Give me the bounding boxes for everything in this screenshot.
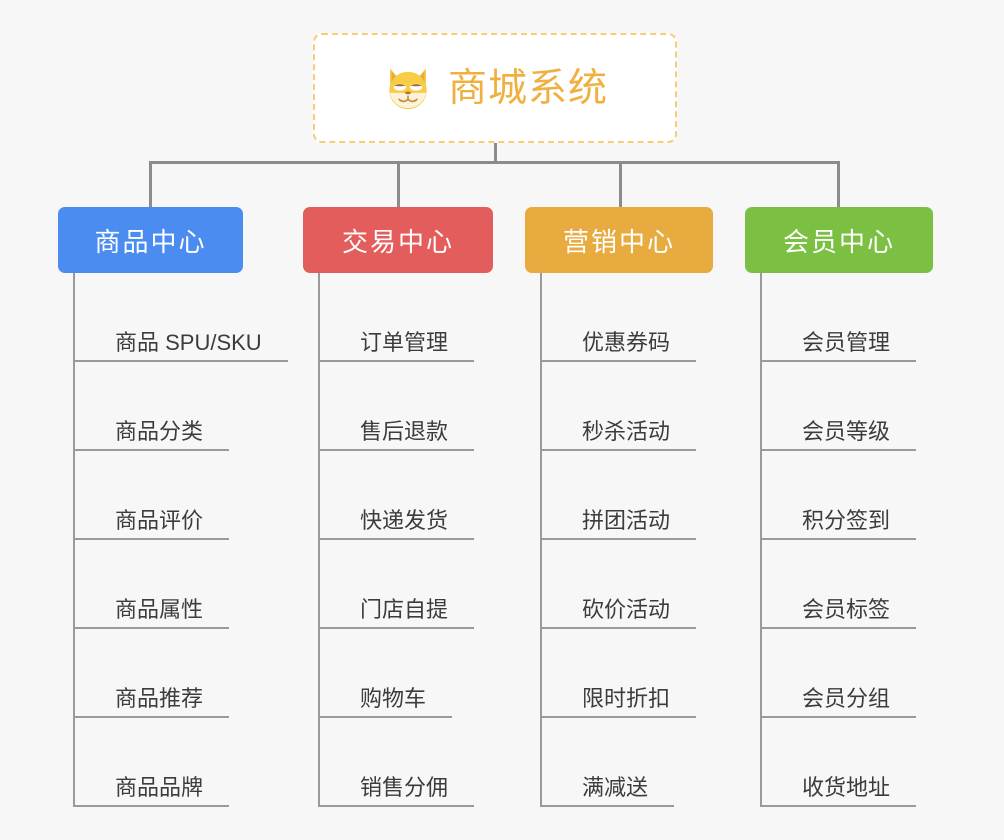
leaf-item[interactable]: 砍价活动 bbox=[540, 540, 697, 629]
leaf-item-label: 限时折扣 bbox=[540, 687, 697, 718]
category-label: 商品中心 bbox=[94, 226, 207, 257]
category-box-4[interactable]: 会员中心 bbox=[745, 207, 933, 273]
leaf-item[interactable]: 销售分佣 bbox=[318, 718, 475, 807]
leaf-item-label: 会员分组 bbox=[760, 687, 917, 718]
leaf-item-label: 商品推荐 bbox=[73, 687, 230, 718]
leaf-item-label: 销售分佣 bbox=[318, 776, 475, 807]
leaf-item[interactable]: 商品品牌 bbox=[73, 718, 230, 807]
shiba-dog-emoji bbox=[389, 68, 427, 110]
leaf-item[interactable]: 订单管理 bbox=[318, 273, 475, 362]
leaf-item[interactable]: 购物车 bbox=[318, 629, 453, 718]
leaf-item-label: 会员管理 bbox=[760, 331, 917, 362]
leaf-item[interactable]: 会员分组 bbox=[760, 629, 917, 718]
leaf-item[interactable]: 优惠券码 bbox=[540, 273, 697, 362]
leaf-item-label: 会员等级 bbox=[760, 420, 917, 451]
leaf-item-label: 商品分类 bbox=[73, 420, 230, 451]
connector-segment bbox=[150, 161, 838, 164]
leaf-item-label: 订单管理 bbox=[318, 331, 475, 362]
leaf-item-label: 商品评价 bbox=[73, 509, 230, 540]
leaf-item-label: 商品 SPU/SKU bbox=[73, 331, 288, 362]
leaf-item-label: 会员标签 bbox=[760, 598, 917, 629]
leaf-item[interactable]: 快递发货 bbox=[318, 451, 475, 540]
root-title: 商城系统 bbox=[447, 66, 608, 110]
category-box-1[interactable]: 商品中心 bbox=[58, 207, 243, 273]
leaf-item-label: 商品属性 bbox=[73, 598, 230, 629]
leaf-item-label: 门店自提 bbox=[318, 598, 475, 629]
leaf-item[interactable]: 秒杀活动 bbox=[540, 362, 697, 451]
leaf-item[interactable]: 积分签到 bbox=[760, 451, 917, 540]
leaf-item[interactable]: 商品 SPU/SKU bbox=[73, 273, 288, 362]
category-label: 营销中心 bbox=[562, 226, 675, 257]
leaf-item[interactable]: 会员标签 bbox=[760, 540, 917, 629]
connector-segment bbox=[619, 161, 622, 207]
category-label: 会员中心 bbox=[782, 226, 895, 257]
leaf-item[interactable]: 会员管理 bbox=[760, 273, 917, 362]
leaf-item-label: 售后退款 bbox=[318, 420, 475, 451]
connector-segment bbox=[837, 161, 840, 207]
leaf-item[interactable]: 售后退款 bbox=[318, 362, 475, 451]
category-box-2[interactable]: 交易中心 bbox=[303, 207, 493, 273]
leaf-item-label: 秒杀活动 bbox=[540, 420, 697, 451]
leaf-item[interactable]: 商品属性 bbox=[73, 540, 230, 629]
leaf-item[interactable]: 商品评价 bbox=[73, 451, 230, 540]
leaf-item-label: 优惠券码 bbox=[540, 331, 697, 362]
connector-segment bbox=[397, 161, 400, 207]
leaf-item[interactable]: 商品分类 bbox=[73, 362, 230, 451]
connector-segment bbox=[494, 143, 497, 164]
leaf-item-label: 购物车 bbox=[318, 687, 453, 718]
category-box-3[interactable]: 营销中心 bbox=[525, 207, 713, 273]
leaf-item-label: 砍价活动 bbox=[540, 598, 697, 629]
root-node[interactable]: 商城系统 bbox=[313, 33, 677, 143]
leaf-item-label: 积分签到 bbox=[760, 509, 917, 540]
leaf-item[interactable]: 满减送 bbox=[540, 718, 675, 807]
leaf-item-label: 商品品牌 bbox=[73, 776, 230, 807]
leaf-item-label: 拼团活动 bbox=[540, 509, 697, 540]
leaf-item[interactable]: 门店自提 bbox=[318, 540, 475, 629]
leaf-item[interactable]: 限时折扣 bbox=[540, 629, 697, 718]
leaf-item[interactable]: 收货地址 bbox=[760, 718, 917, 807]
leaf-item[interactable]: 会员等级 bbox=[760, 362, 917, 451]
connector-segment bbox=[149, 161, 152, 207]
leaf-item[interactable]: 拼团活动 bbox=[540, 451, 697, 540]
leaf-item-label: 满减送 bbox=[540, 776, 675, 807]
leaf-item-label: 快递发货 bbox=[318, 509, 475, 540]
leaf-item-label: 收货地址 bbox=[760, 776, 917, 807]
leaf-item[interactable]: 商品推荐 bbox=[73, 629, 230, 718]
category-label: 交易中心 bbox=[341, 226, 454, 257]
